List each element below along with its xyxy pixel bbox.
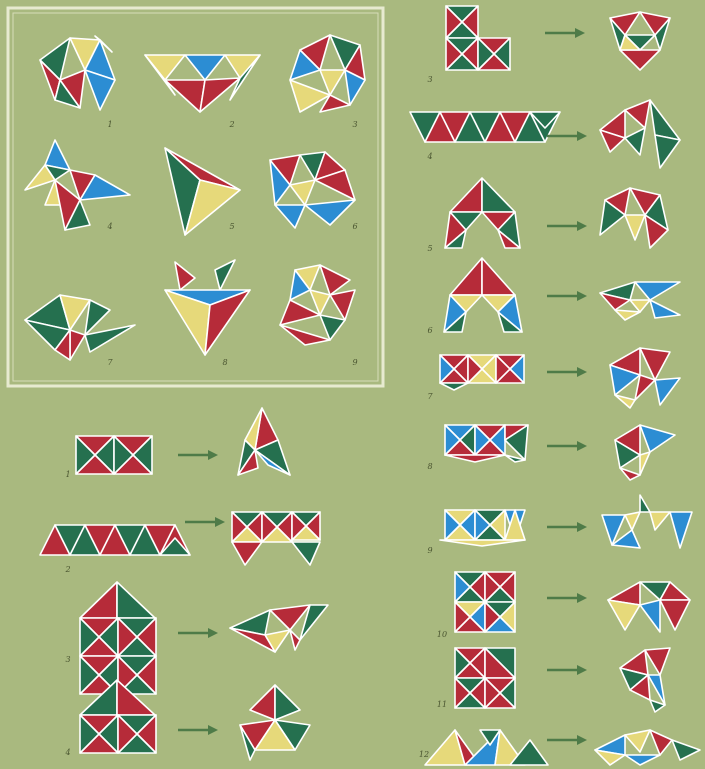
right-start-11 [455, 648, 515, 708]
left-label-4: 4 [62, 748, 74, 757]
left-label-3: 3 [62, 655, 74, 664]
left-label-2: 2 [62, 565, 74, 574]
right-start-9 [440, 510, 525, 546]
left-label-1: 1 [62, 470, 74, 479]
left-start-2 [40, 525, 190, 555]
box-label-9: 9 [349, 358, 361, 367]
right-label-5: 5 [424, 244, 436, 253]
box-label-7: 7 [104, 358, 116, 367]
box-label-1: 1 [104, 120, 116, 129]
right-label-4: 4 [424, 152, 436, 161]
right-label-11: 11 [436, 700, 448, 709]
right-start-10 [455, 572, 515, 632]
right-start-4 [410, 112, 560, 142]
box-label-4: 4 [104, 222, 116, 231]
box-label-6: 6 [349, 222, 361, 231]
box-label-8: 8 [219, 358, 231, 367]
box-label-5: 5 [226, 222, 238, 231]
right-label-10: 10 [436, 630, 448, 639]
right-label-12: 12 [418, 750, 430, 759]
right-label-7: 7 [424, 392, 436, 401]
right-label-9: 9 [424, 546, 436, 555]
right-label-3: 3 [424, 75, 436, 84]
left-start-1 [76, 436, 152, 474]
right-label-6: 6 [424, 326, 436, 335]
box-label-3: 3 [349, 120, 361, 129]
box-label-2: 2 [226, 120, 238, 129]
right-label-8: 8 [424, 462, 436, 471]
